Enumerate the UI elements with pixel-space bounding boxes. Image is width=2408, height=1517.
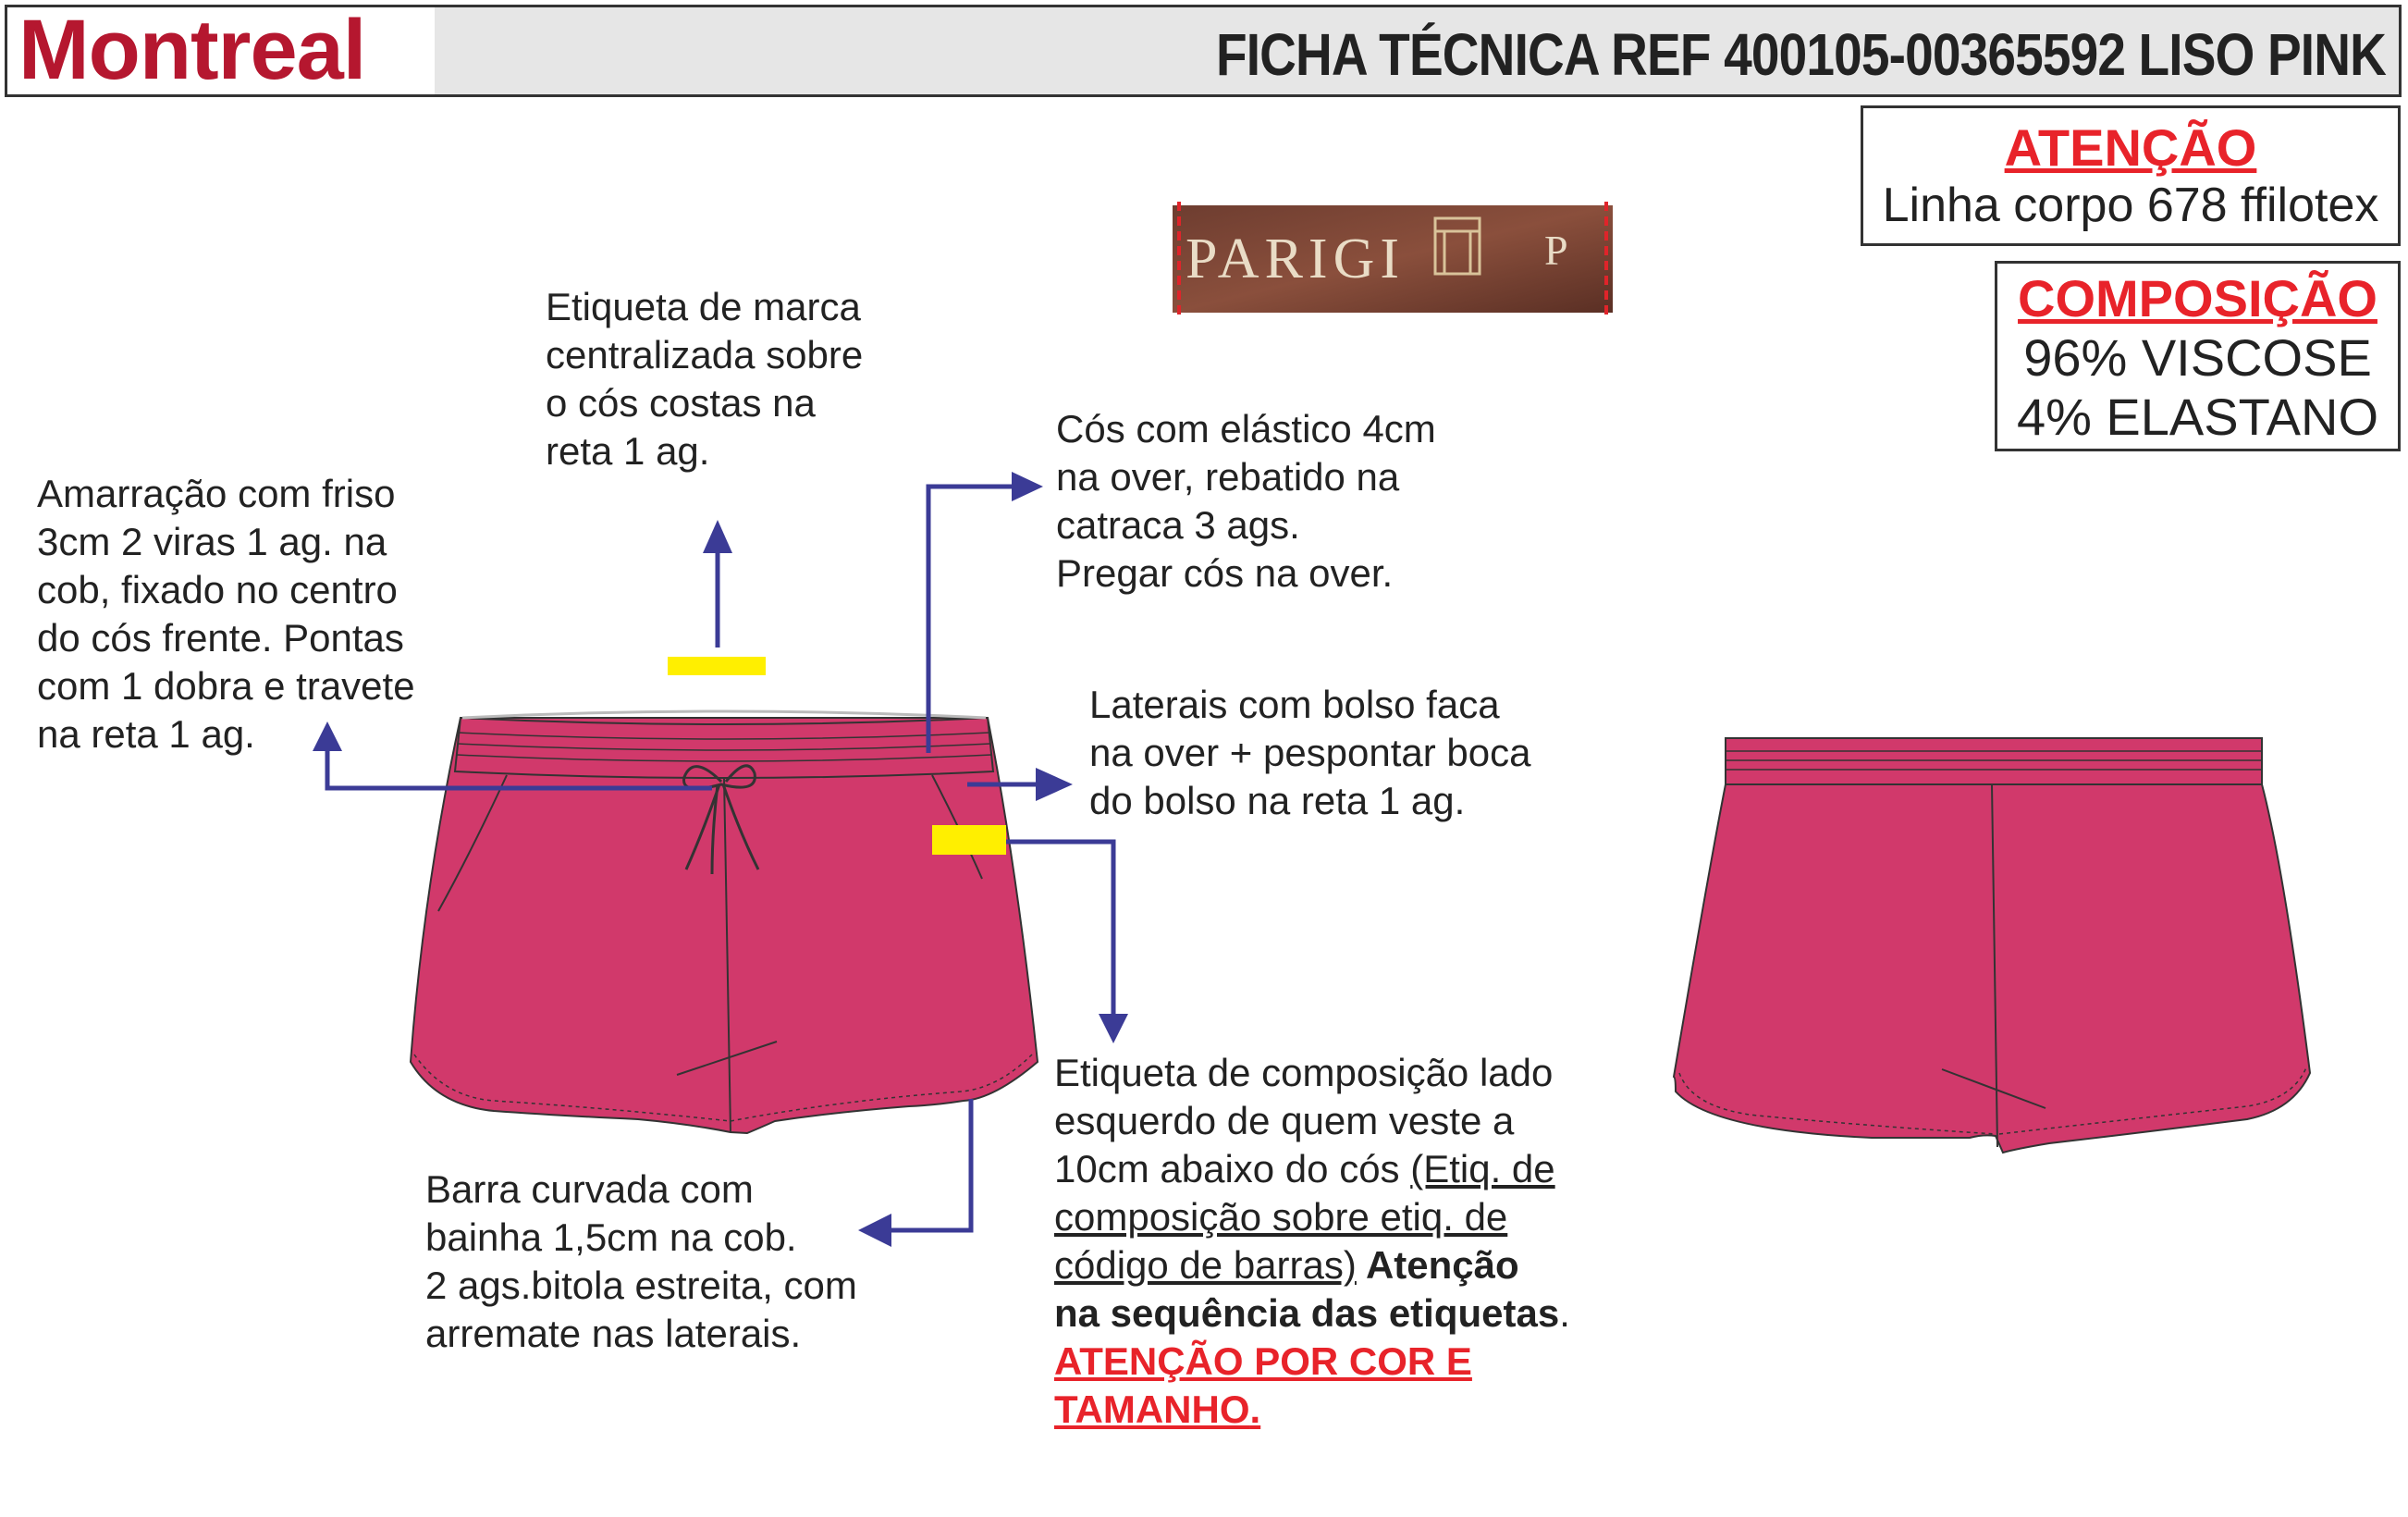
attention-text: Linha corpo 678 ffilotex	[1882, 179, 2379, 232]
note-composition-label: Etiqueta de composição lado esquerdo de …	[1054, 1051, 1570, 1431]
label-emblem-icon	[1433, 216, 1481, 276]
composition-title: COMPOSIÇÃO	[2018, 269, 2377, 327]
note-sides: Laterais com bolso faca na over + pespon…	[1089, 683, 1531, 822]
drawstring-icon	[682, 764, 760, 875]
composition-line: 96% VISCOSE	[2023, 328, 2372, 387]
shorts-back-drawing	[1672, 737, 2312, 1154]
attention-box: ATENÇÃO Linha corpo 678 ffilotex	[1861, 105, 2401, 246]
note-hem: Barra curvada com bainha 1,5cm na cob. 2…	[425, 1167, 857, 1355]
color-size-warning: ATENÇÃO POR COR E	[1054, 1339, 1472, 1383]
composition-line: 4% ELASTANO	[2016, 388, 2379, 446]
logo: Montreal	[7, 3, 435, 97]
note-drawstring: Amarração com friso 3cm 2 viras 1 ag. na…	[37, 472, 415, 756]
arrowhead-up-icon	[313, 722, 342, 751]
shorts-front-drawing	[409, 709, 1039, 1135]
composition-box: COMPOSIÇÃO 96% VISCOSE 4% ELASTANO	[1995, 261, 2401, 451]
label-size-text: P	[1544, 227, 1568, 274]
arrowhead-right-icon	[1036, 768, 1073, 801]
arrowhead-left-icon	[858, 1214, 891, 1247]
logo-text: Montreal	[18, 3, 366, 97]
label-brand-text: PARIGI	[1186, 228, 1405, 290]
note-waistband: Cós com elástico 4cm na over, rebatido n…	[1056, 407, 1436, 595]
arrowhead-up-icon	[703, 520, 732, 553]
attention-title: ATENÇÃO	[2004, 118, 2257, 177]
callout-arrows	[325, 484, 1116, 1233]
brand-label-marker	[668, 657, 766, 675]
note-brand-label: Etiqueta de marca centralizada sobre o c…	[546, 285, 864, 473]
composition-label-marker	[932, 825, 1006, 855]
header-bar: Montreal FICHA TÉCNICA REF 400105-003655…	[5, 3, 2402, 97]
arrowhead-right-icon	[1012, 472, 1043, 501]
arrowhead-down-icon	[1099, 1014, 1128, 1043]
brand-label-photo: PARIGI P	[1173, 202, 1613, 316]
page-title: FICHA TÉCNICA REF 400105-00365592 LISO P…	[1215, 21, 2387, 88]
